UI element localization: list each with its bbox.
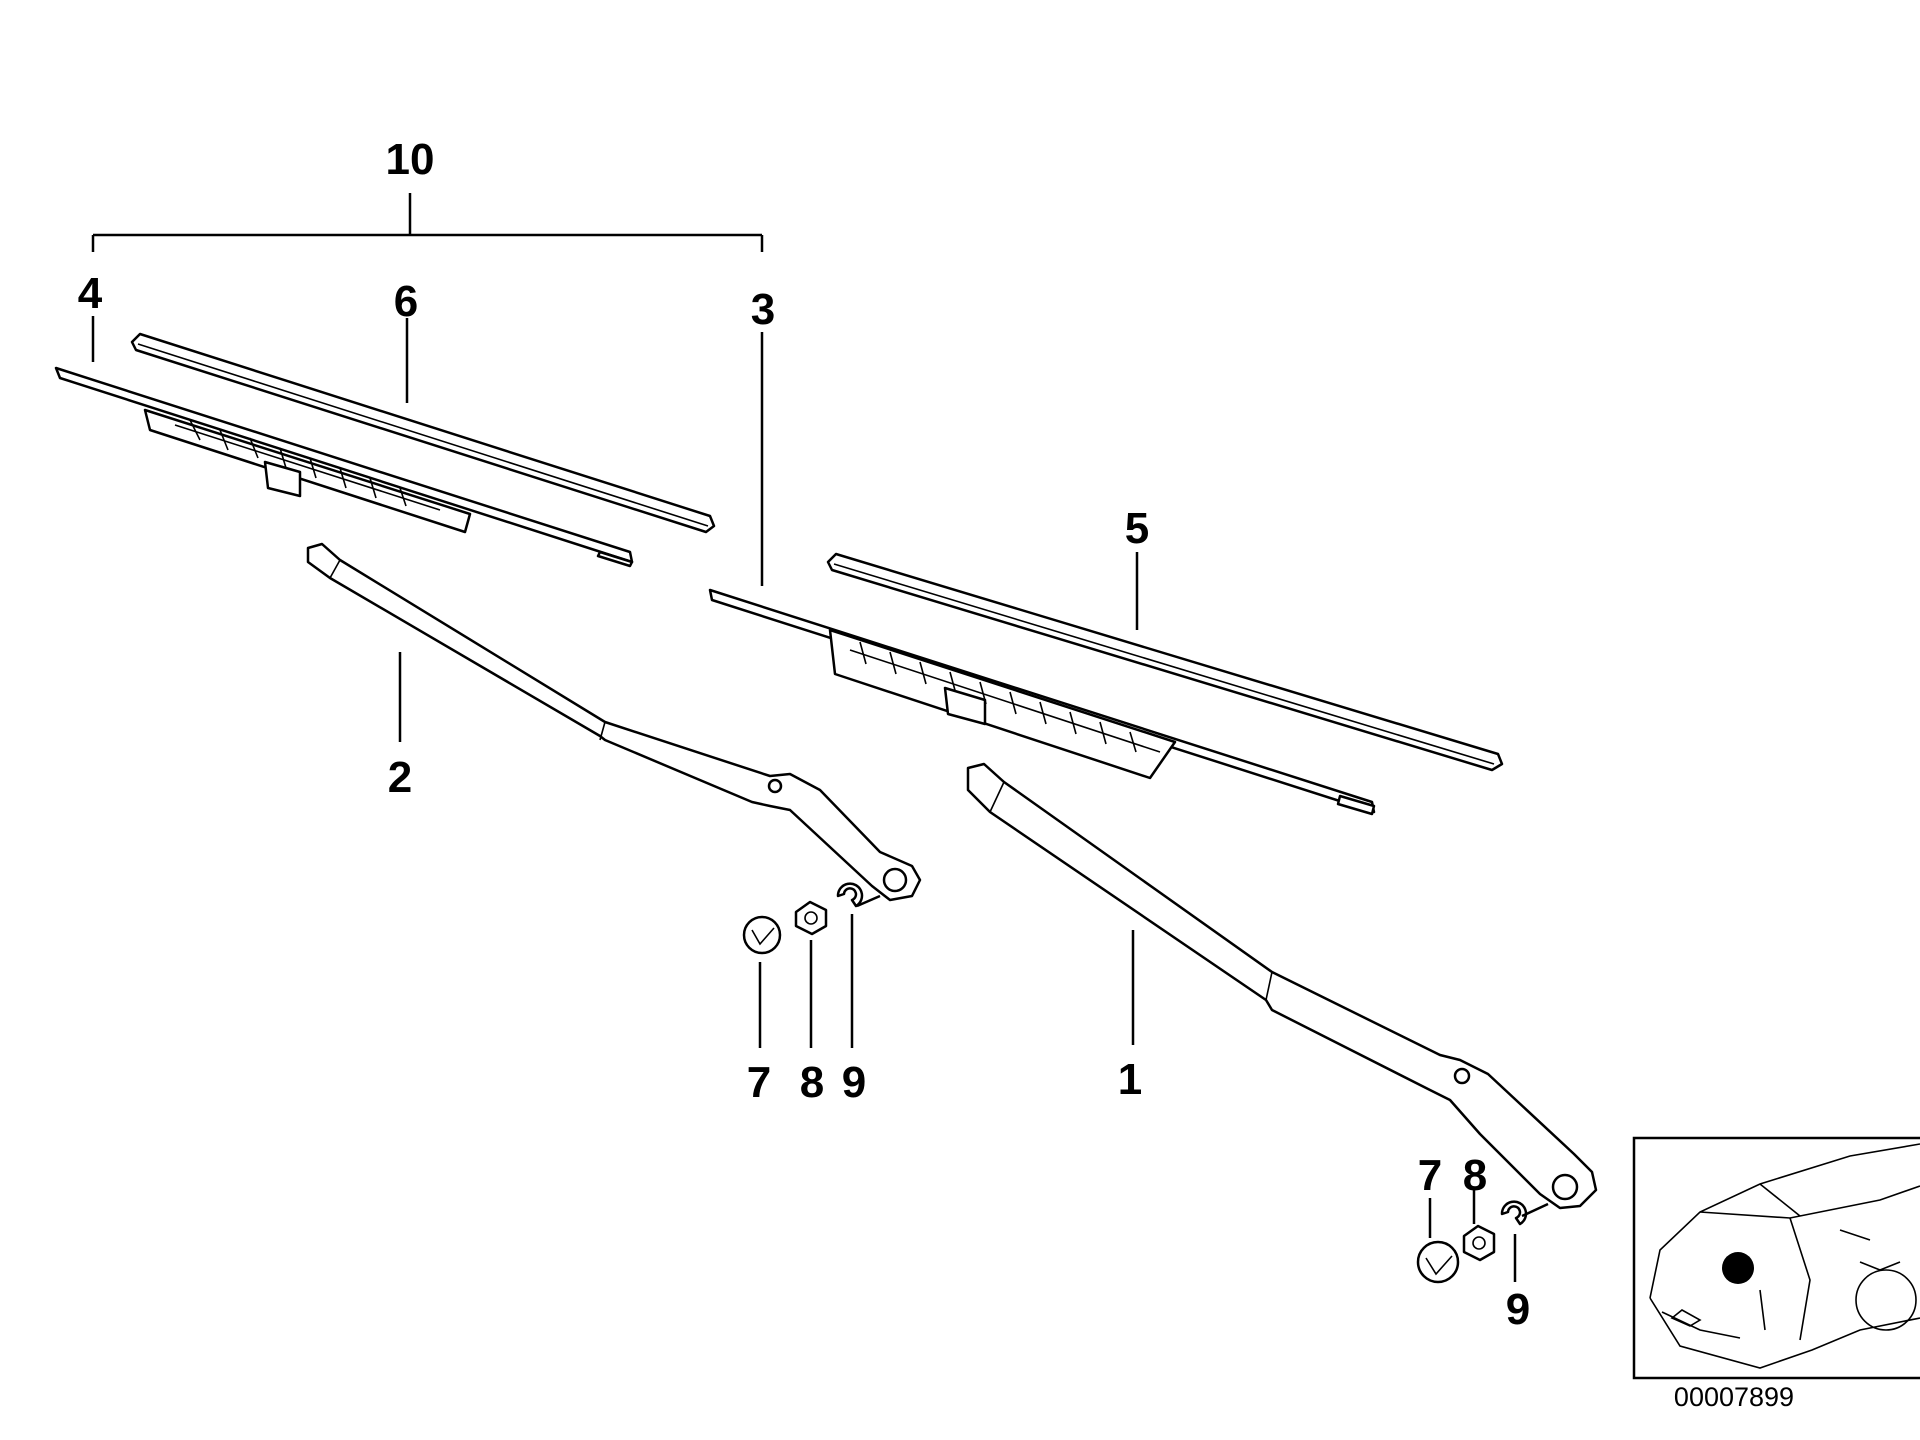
reference-number: 00007899 <box>1674 1382 1794 1412</box>
callout-2: 2 <box>388 753 412 802</box>
callout-5: 5 <box>1125 504 1149 553</box>
callout-8-left: 8 <box>800 1058 824 1107</box>
callout-10: 10 <box>386 135 435 184</box>
callout-4: 4 <box>78 269 103 318</box>
leader-line-9-right-arm <box>1521 1202 1549 1218</box>
cap-7-left <box>742 915 782 955</box>
wiper-refill-right <box>826 552 1504 772</box>
cap-7-right <box>1416 1240 1460 1284</box>
callout-6: 6 <box>394 277 418 326</box>
locator-inset <box>1632 1136 1920 1380</box>
callout-9-right: 9 <box>1506 1285 1530 1334</box>
washer-9-left <box>836 882 864 908</box>
wiper-blade-right <box>708 588 1376 816</box>
washer-9-right <box>1500 1200 1528 1226</box>
nut-8-left <box>794 900 828 936</box>
wiper-arm-left <box>306 542 922 902</box>
callout-7-right: 7 <box>1418 1151 1442 1200</box>
callout-7-left: 7 <box>747 1058 771 1107</box>
callout-1: 1 <box>1118 1055 1142 1104</box>
locator-marker <box>1722 1252 1754 1284</box>
callout-3: 3 <box>751 285 775 334</box>
assembly-bracket-10 <box>91 193 764 252</box>
callout-9-left: 9 <box>842 1058 866 1107</box>
car-outline-icon <box>1649 1143 1920 1369</box>
wiper-blade-left <box>54 366 634 568</box>
wiper-arm-right <box>966 762 1598 1210</box>
callout-8-right: 8 <box>1463 1151 1487 1200</box>
nut-8-right <box>1462 1224 1496 1262</box>
wiper-refill-left <box>130 332 716 534</box>
leader-line-9-left-arm <box>856 894 881 908</box>
